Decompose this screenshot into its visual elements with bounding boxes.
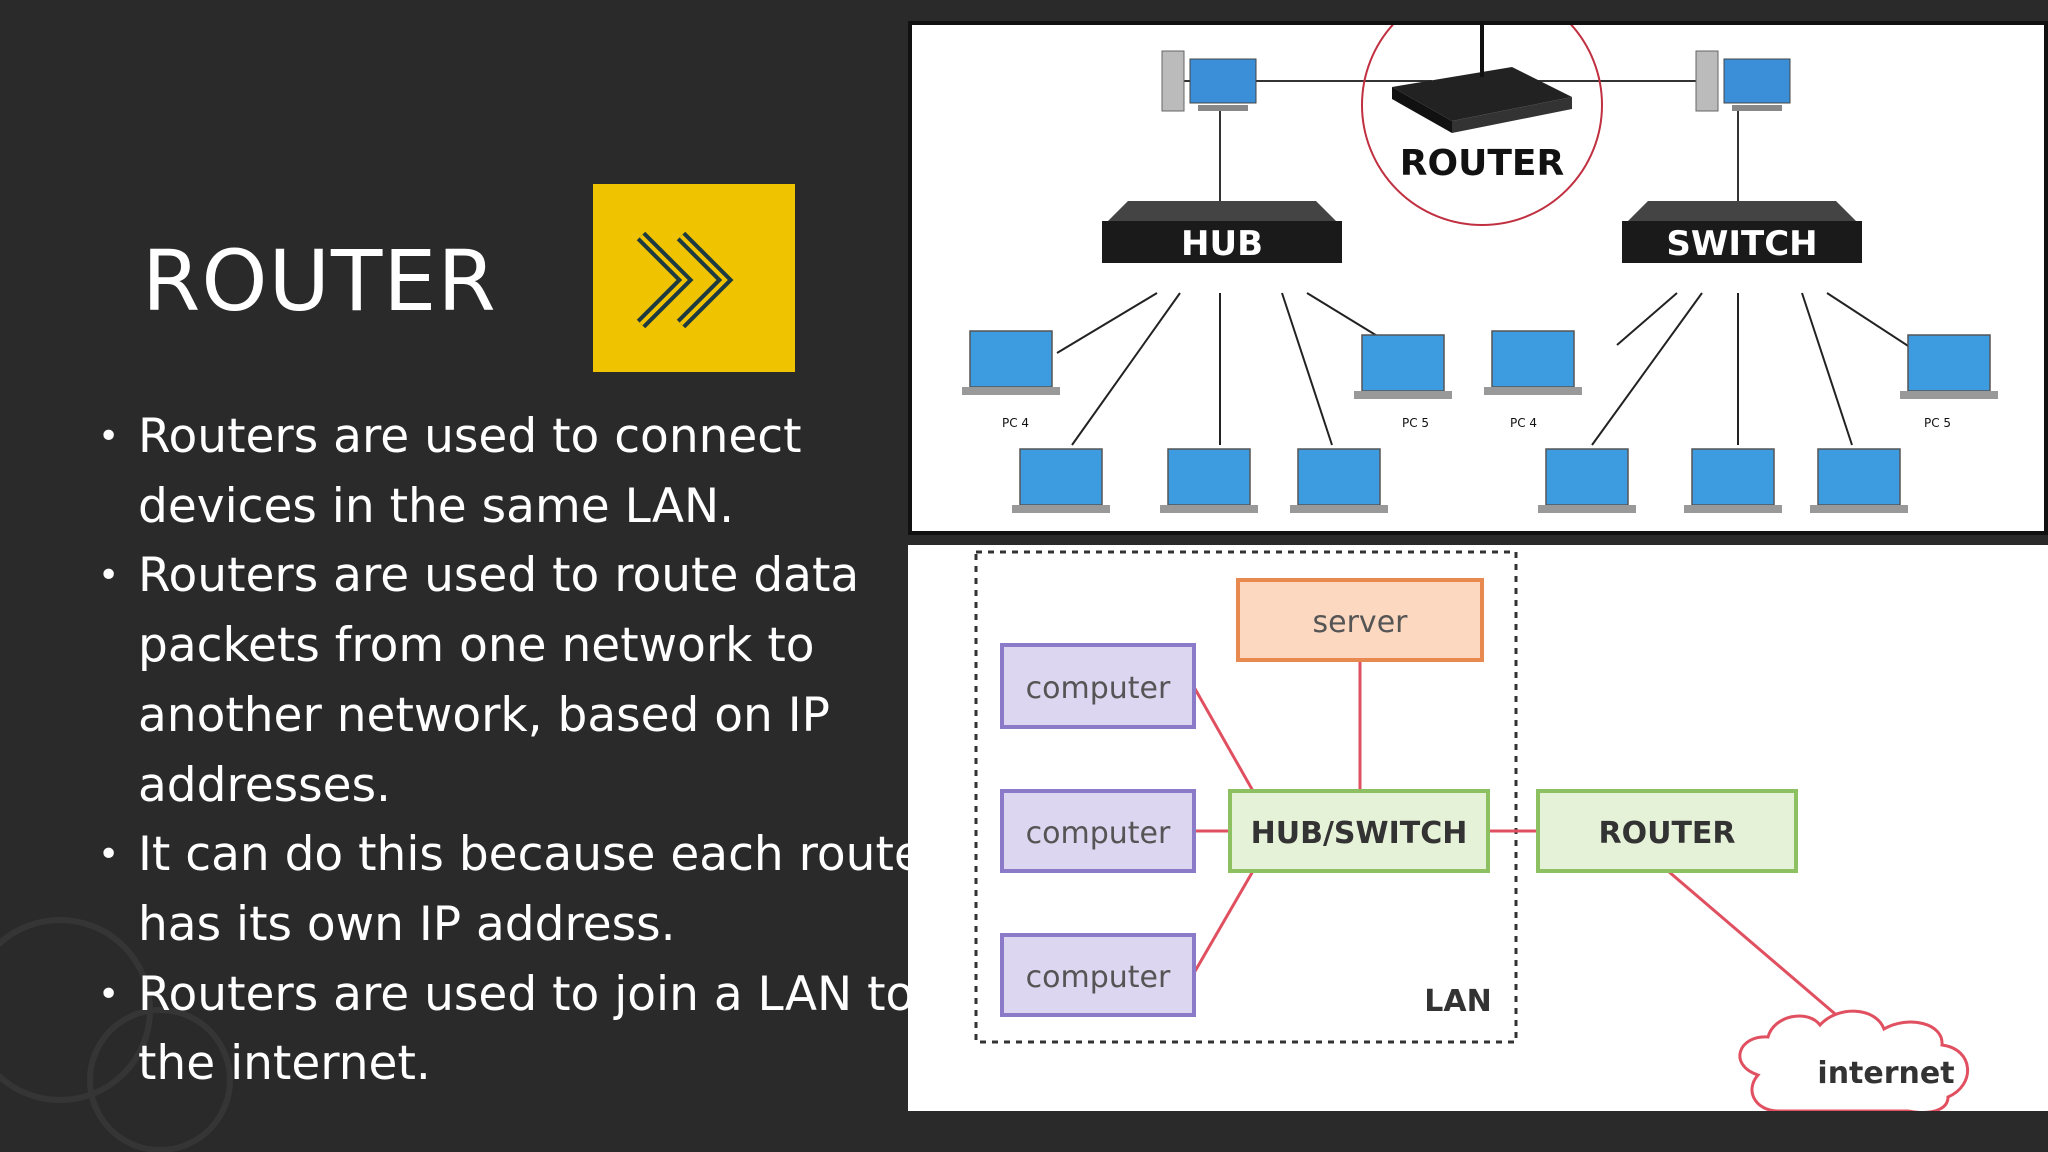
bullet-item: Routers are used to route data packets f… [98, 541, 908, 820]
computer-node [1000, 789, 1196, 873]
bullet-item: Routers are used to connect devices in t… [98, 402, 908, 541]
hub-switch-label: HUB/SWITCH [1251, 816, 1468, 851]
server-label: server [1313, 605, 1409, 640]
hub-switch-node [1228, 789, 1490, 873]
switch-label: SWITCH [1666, 224, 1817, 264]
desktop-computer-icon [1161, 50, 1257, 112]
bullet-line: packets from one network to [138, 618, 815, 674]
bullet-line: addresses. [138, 757, 391, 813]
double-chevron-right-icon [636, 231, 734, 329]
server-node [1236, 578, 1484, 662]
laptop-icon-group [969, 330, 1991, 506]
network-topology-image: ROUTER HUB SWITCH [908, 0, 2048, 535]
router-label: ROUTER [1400, 143, 1564, 184]
bullet-list: Routers are used to connect devices in t… [98, 402, 908, 1099]
network-topology-diagram: ROUTER HUB SWITCH [962, 0, 1998, 513]
bullet-line: has its own IP address. [138, 896, 676, 952]
hub-label: HUB [1181, 224, 1263, 264]
bullet-line: devices in the same LAN. [138, 478, 735, 534]
bullet-line: Routers are used to connect [138, 409, 802, 464]
router-node [1536, 789, 1798, 873]
bullet-line: another network, based on IP [138, 687, 830, 743]
router-highlight-circle [1361, 0, 1603, 226]
bullet-line: Routers are used to route data [138, 548, 860, 604]
desktop-computer-icon [1695, 50, 1791, 112]
lan-label: LAN [1424, 984, 1491, 1019]
hub-device-icon [1102, 201, 1342, 263]
laptop-base-group [962, 387, 1998, 513]
internet-label: internet [1817, 1056, 1954, 1091]
pc-label: PC 5 [1924, 416, 1951, 430]
computer-node [1000, 933, 1196, 1017]
router-device-icon [1392, 25, 1572, 133]
bullet-line: Routers are used to join a LAN to [138, 966, 908, 1022]
computer-label: computer [1026, 671, 1171, 706]
router-node-label: ROUTER [1598, 816, 1735, 851]
bullet-item: It can do this because each router has i… [98, 820, 908, 959]
pc-label: PC 4 [1510, 416, 1537, 430]
computer-node [1000, 643, 1196, 729]
computer-label: computer [1026, 816, 1171, 851]
bullet-line: the internet. [138, 1036, 431, 1092]
pc-label: PC 4 [1002, 416, 1029, 430]
computer-label: computer [1026, 960, 1171, 995]
lan-boundary [974, 550, 1518, 1044]
arrow-tile [593, 184, 795, 372]
bullet-item: Routers are used to join a LAN to the in… [98, 960, 908, 1099]
lan-diagram-image: server computer computer computer HUB/SW… [908, 545, 2048, 1114]
pc-label: PC 5 [1402, 416, 1429, 430]
lan-diagram: server computer computer computer HUB/SW… [974, 550, 1969, 1114]
slide-title: ROUTER [142, 232, 497, 330]
switch-device-icon [1622, 201, 1862, 263]
bullet-clip: Routers are used to connect devices in t… [0, 0, 908, 1152]
bullet-line: It can do this because each router [138, 827, 908, 883]
